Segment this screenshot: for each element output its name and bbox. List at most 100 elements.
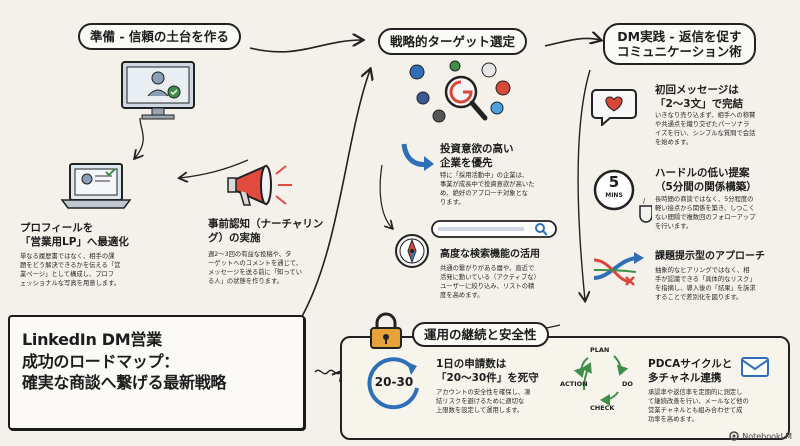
header-operations-text: 運用の継続と安全性: [424, 327, 537, 342]
brand-text: NotebookLM: [742, 431, 792, 441]
timer-number: 5: [608, 173, 620, 191]
warmup-body-line: 週2〜3回の有益な投稿や、タ: [208, 251, 292, 258]
warmup-body-line: る人」の状態を作ります。: [208, 278, 283, 286]
pdca-title: PDCAサイクルと 多チャネル連携: [648, 358, 732, 385]
monitor-check-icon: [121, 61, 195, 120]
header-dm-practice-line2: コミュニケーション術: [617, 44, 742, 59]
intent-body: 特に「採用活動中」の企業は、 事業が成長中で投資意欲が高いた め、絶好のアプロー…: [440, 171, 570, 208]
pdca-do-label: DO: [622, 380, 633, 388]
first-message-body-line: いきなり売り込まず、相手への称賛: [655, 112, 756, 119]
header-targeting-text: 戦略的ターゲット選定: [390, 34, 516, 49]
arrow-warmup-to-target: [299, 70, 370, 321]
casual-body: 長時間の商談ではなく、5分程度の 軽い接点から関係を築き、しつこく ない間隔で複…: [655, 195, 795, 232]
search-body-line: ユーザーに絞り込み、リストの精: [440, 283, 535, 291]
first-message-title: 初回メッセージは 「2〜3文」で完結: [655, 84, 743, 111]
problem-title-text: 課題提示型のアプローチ: [655, 251, 765, 262]
profile-title-line2: 「営業用LP」へ最適化: [20, 235, 129, 248]
pdca-cycle-diagram: PLAN DO CHECK ACTION: [560, 342, 642, 416]
limit-body: アカウントの安全性を確保し、凍 結リスクを避けるために適切な 上限数を設定して運…: [436, 388, 574, 415]
casual-title: ハードルの低い提案 （5分間の関係構築）: [655, 167, 757, 194]
first-message-body-line: イズを行い、シンプルな質問で会話: [655, 130, 756, 138]
pdca-title-line1: PDCAサイクルと: [648, 358, 733, 370]
problem-body-line: 抽象的なヒアリングではなく、相: [655, 267, 750, 274]
search-body-line: 共通の繋がりがある層や、直近で: [440, 265, 535, 272]
header-dm-practice-line1: DM実践 - 返信を促す: [617, 29, 742, 44]
intent-body-line: 特に「採用活動中」の企業は、: [440, 172, 529, 179]
arrow-target-to-practice: [577, 69, 591, 300]
megaphone-icon: [227, 164, 292, 206]
problem-body: 抽象的なヒアリングではなく、相 手が認識できる「具体的なリスク」 を指摘し、導入…: [655, 266, 795, 303]
problem-body-line: 手が認識できる「具体的なリスク」: [655, 276, 756, 284]
pdca-arrows: [573, 355, 629, 406]
arrow-title-to-ops: [314, 370, 341, 373]
intent-body-line: ります。: [440, 199, 465, 207]
arrow-monitor-to-profile: [135, 117, 143, 158]
compass-icon: [395, 234, 429, 268]
warmup-title-line1: 事前認知（ナーチャリン: [208, 218, 324, 230]
mail-icon: [741, 357, 769, 377]
pdca-check-label: CHECK: [590, 404, 615, 412]
arrow-target-to-dm: [544, 38, 600, 47]
casual-body-line: 軽い接点から関係を築き、しつこく: [655, 205, 755, 213]
timer-icon: [593, 169, 652, 223]
limit-title: 1日の申請数は 「20〜30件」を死守: [436, 358, 539, 385]
profile-title: プロフィールを 「営業用LP」へ最適化: [20, 222, 129, 249]
profile-body-line: ェッショナルな写真を用意します。: [20, 280, 121, 288]
casual-body-line: ない間隔で複数回のフォローアップ: [655, 214, 756, 222]
arrow-prep-to-target: [249, 40, 362, 53]
pdca-body-line: 営業チャネルとも組み合わせて成: [648, 407, 743, 415]
pdca-body: 承認率や返信率を定期的に測定し て継続改善を行い、メールなど他の 営業チャネルと…: [648, 388, 788, 425]
intent-title: 投資意欲の高い 企業を優先: [440, 143, 514, 170]
limit-title-line2: 「20〜30件」を死守: [436, 371, 539, 384]
first-message-title-line1: 初回メッセージは: [655, 84, 739, 96]
main-title-line2: 成功のロードマップ：: [22, 351, 180, 371]
limit-title-line1: 1日の申請数は: [436, 358, 507, 370]
problem-title: 課題提示型のアプローチ: [655, 250, 765, 263]
profile-body-line: 題をどう解決できるかを伝える「営: [20, 262, 121, 270]
intent-body-line: め、絶好のアプローチ対象とな: [440, 190, 528, 198]
warmup-body-line: ーゲットへのコメントを通じて、: [208, 260, 303, 268]
profile-body-line: 業ページ」として構成し、プロフ: [20, 271, 115, 279]
curved-arrow-icon: [401, 143, 434, 171]
search-body-line: 活発に動いている（アクティブな）: [440, 274, 540, 282]
warmup-body: 週2〜3回の有益な投稿や、タ ーゲットへのコメントを通じて、 メッセージを送る前…: [208, 250, 340, 287]
lock-icon: [370, 312, 402, 349]
header-preparation: 準備 - 信頼の土台を作る: [78, 23, 241, 50]
casual-body-line: を行います。: [655, 223, 693, 231]
search-body-line: 度を高めます。: [440, 292, 484, 300]
problem-body-line: することで差別化を図ります。: [655, 294, 743, 302]
search-title-text: 高度な検索機能の活用: [440, 249, 540, 260]
first-message-body-line: を始めます。: [655, 139, 693, 147]
problem-body-line: を指摘し、導入後の「結果」を訴求: [655, 285, 756, 293]
warmup-body-line: メッセージを送る前に「知ってい: [208, 269, 303, 277]
search-title: 高度な検索機能の活用: [440, 248, 540, 261]
chat-heart-icon: [591, 89, 637, 126]
pdca-title-line2: 多チャネル連携: [648, 371, 722, 384]
pdca-body-line: 功率を高めます。: [648, 416, 698, 424]
search-body: 共通の繋がりがある層や、直近で 活発に動いている（アクティブな） ユーザーに絞り…: [440, 264, 578, 301]
laptop-profile-icon: [60, 163, 132, 209]
limit-body-line: アカウントの安全性を確保し、凍: [436, 389, 531, 396]
notebooklm-logo-icon: [729, 431, 739, 441]
header-preparation-text: 準備 - 信頼の土台を作る: [90, 29, 229, 44]
search-logos-icon: [409, 60, 511, 123]
main-title-box: LinkedIn DM営業 成功のロードマップ： 確実な商談へ繋げる最新戦略: [8, 315, 305, 430]
header-dm-practice: DM実践 - 返信を促す コミュニケーション術: [603, 23, 756, 65]
first-message-body: いきなり売り込まず、相手への称賛 や共通点を織り交ぜたパーソナラ イズを行い、シ…: [655, 111, 795, 148]
main-title-line3: 確実な商談へ繋げる最新戦略: [22, 373, 227, 393]
crossing-arrows-icon: [593, 252, 644, 286]
intent-title-line2: 企業を優先: [440, 156, 493, 169]
daily-limit-badge: 20-30: [365, 354, 423, 412]
pdca-action-label: ACTION: [560, 380, 588, 388]
pdca-body-line: て継続改善を行い、メールなど他の: [648, 398, 749, 406]
refresh-circle-icon: [367, 357, 419, 410]
intent-body-line: 事業が成長中で投資意欲が高いた: [440, 181, 535, 189]
warmup-title: 事前認知（ナーチャリン グ）の実施: [208, 218, 323, 245]
header-operations: 運用の継続と安全性: [412, 322, 549, 347]
daily-limit-number: 20-30: [374, 375, 414, 389]
pdca-body-line: 承認率や返信率を定期的に測定し: [648, 389, 743, 396]
casual-body-line: 長時間の商談ではなく、5分程度の: [655, 196, 754, 203]
profile-body-line: 単なる履歴書ではなく、相手の課: [20, 253, 115, 260]
brand-watermark: NotebookLM: [729, 431, 792, 441]
